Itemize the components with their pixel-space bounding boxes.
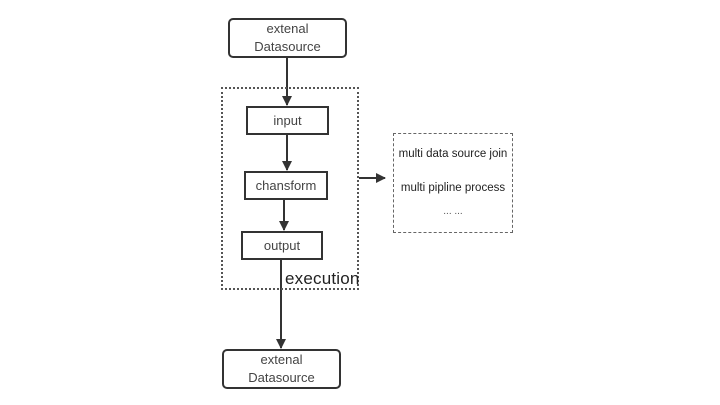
sink-datasource-node: extenal Datasource xyxy=(222,349,341,389)
input-node-label: input xyxy=(273,113,302,128)
source-node-line2: Datasource xyxy=(254,39,321,54)
capabilities-note-box: multi data source join multi pipline pro… xyxy=(393,133,513,233)
sink-node-line2: Datasource xyxy=(248,370,315,385)
transform-node-label: chansform xyxy=(255,178,317,193)
note-item-ellipsis: ... ... xyxy=(443,206,463,217)
output-node-label: output xyxy=(263,238,301,253)
sink-node-line1: extenal xyxy=(260,352,303,367)
source-node-line1: extenal xyxy=(266,21,309,36)
execution-group-label: execution xyxy=(285,269,360,288)
execution-group xyxy=(221,87,359,290)
transform-node: chansform xyxy=(244,171,328,200)
output-node: output xyxy=(241,231,323,260)
source-datasource-node: extenal Datasource xyxy=(228,18,347,58)
note-item-pipeline: multi pipline process xyxy=(400,182,506,194)
note-item-join: multi data source join xyxy=(398,148,508,160)
input-node: input xyxy=(246,106,329,135)
